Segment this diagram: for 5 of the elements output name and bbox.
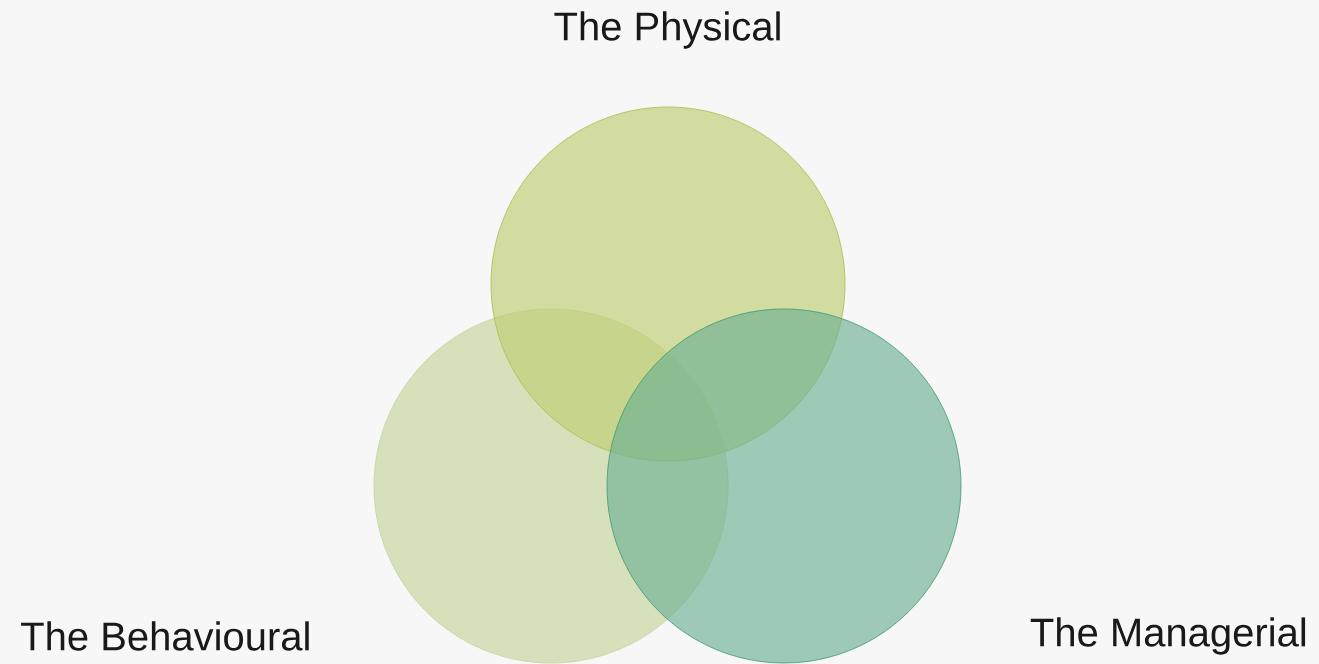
circle-label: The Physical [554, 11, 780, 49]
venn-circle [373, 308, 729, 664]
venn-circle [606, 308, 962, 664]
circle-label: The Behavioural [21, 621, 309, 651]
circle-label: The Managerial [1030, 617, 1306, 655]
